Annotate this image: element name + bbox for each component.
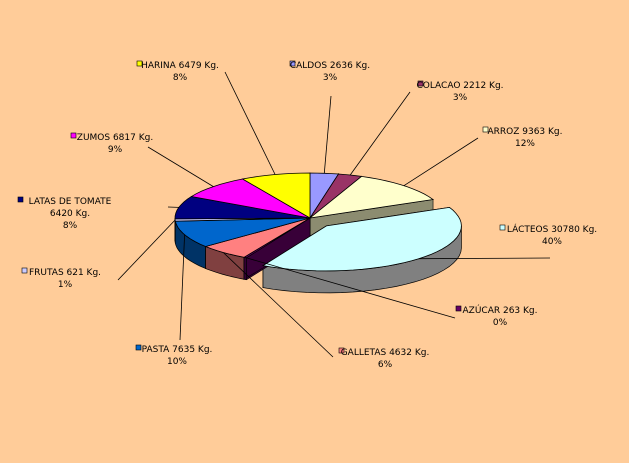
leader-line-zumos (147, 146, 214, 187)
label-text-arroz: ARROZ 9363 Kg. (487, 127, 562, 137)
label-pasta: PASTA 7635 Kg. 10% (135, 344, 213, 367)
label-swatch-frutas (21, 267, 28, 274)
label-latas-de-tomate: LATAS DE TOMATE 6420 Kg. 8% (17, 196, 112, 231)
leader-line-frutas (117, 219, 176, 281)
label-text-colacao: COLACAO 2212 Kg. (416, 81, 503, 91)
label-percent-harina: 8% (173, 73, 188, 83)
label-swatch-harina (136, 60, 143, 67)
leader-line-azucar (245, 257, 456, 319)
leader-line-galletas (223, 252, 334, 358)
label-percent-zumos: 9% (108, 145, 123, 155)
pie-tops (174, 172, 462, 272)
leader-line-pasta (179, 234, 185, 341)
slice-side-azucar (243, 256, 247, 281)
leader-line-arroz (403, 137, 479, 187)
label-text-azucar: AZÚCAR 263 Kg. (463, 304, 538, 316)
leader-lines (117, 71, 551, 358)
label-percent-frutas: 1% (58, 280, 73, 290)
label-swatch-lacteos (499, 224, 506, 231)
leader-line-harina (224, 71, 276, 175)
label-swatch-colacao (417, 80, 424, 87)
label-text-latas-de-tomate: LATAS DE TOMATE (29, 197, 112, 207)
label-swatch-arroz (482, 126, 489, 133)
label-percent-azucar: 0% (493, 318, 508, 328)
label-percent-lacteos: 40% (542, 237, 562, 247)
label-zumos: ZUMOS 6817 Kg. 9% (70, 132, 153, 155)
leader-line-lacteos (418, 257, 551, 260)
label-azucar: AZÚCAR 263 Kg. 0% (455, 304, 538, 328)
slice-arroz (308, 175, 435, 219)
label-swatch-latas-de-tomate (17, 196, 24, 203)
label-caldos: CALDOS 2636 Kg. 3% (289, 60, 370, 83)
label-percent-caldos: 3% (323, 73, 338, 83)
label-frutas: FRUTAS 621 Kg. 1% (21, 267, 101, 290)
label-swatch-zumos (70, 132, 77, 139)
label-text-zumos: ZUMOS 6817 Kg. (77, 133, 153, 143)
label-percent-latas-de-tomate: 8% (63, 221, 78, 231)
label-colacao: COLACAO 2212 Kg. 3% (416, 80, 504, 103)
label-text-latas-de-tomate-1: 6420 Kg. (50, 209, 90, 219)
leader-line-caldos (323, 95, 332, 174)
label-text-frutas: FRUTAS 621 Kg. (29, 268, 101, 278)
label-swatch-caldos (289, 60, 296, 67)
label-swatch-galletas (338, 347, 345, 354)
label-text-caldos: CALDOS 2636 Kg. (290, 61, 370, 71)
label-galletas: GALLETAS 4632 Kg. 6% (338, 347, 430, 370)
label-harina: HARINA 6479 Kg. 8% (136, 60, 219, 83)
label-arroz: ARROZ 9363 Kg. 12% (482, 126, 563, 149)
label-swatch-pasta (135, 344, 142, 351)
label-percent-colacao: 3% (453, 93, 468, 103)
label-percent-arroz: 12% (515, 139, 535, 149)
label-text-pasta: PASTA 7635 Kg. (142, 345, 213, 355)
leader-line-colacao (349, 91, 411, 176)
slice-labels: CALDOS 2636 Kg. 3% COLACAO 2212 Kg. 3% ARROZ… (17, 60, 597, 370)
label-swatch-azucar (455, 305, 462, 312)
label-percent-pasta: 10% (167, 357, 187, 367)
label-text-galletas: GALLETAS 4632 Kg. (341, 348, 430, 358)
label-percent-galletas: 6% (378, 360, 393, 370)
label-text-lacteos: LÁCTEOS 30780 Kg. (507, 223, 597, 235)
label-text-harina: HARINA 6479 Kg. (141, 61, 219, 71)
label-lacteos: LÁCTEOS 30780 Kg. 40% (499, 223, 597, 247)
